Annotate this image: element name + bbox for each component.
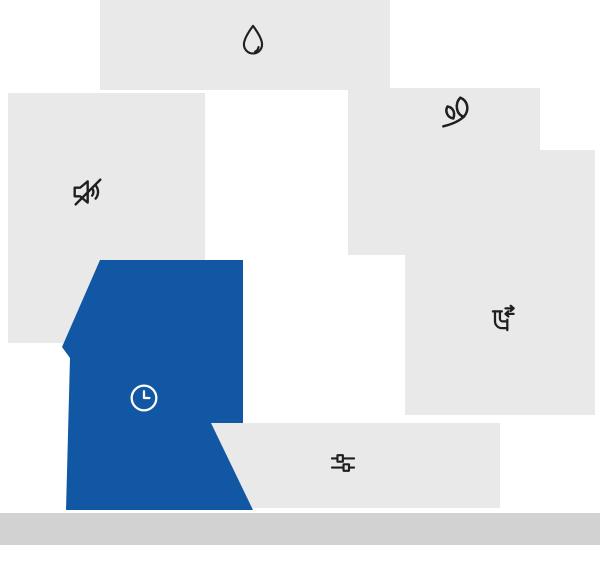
tile-schedule-selected[interactable] (62, 260, 253, 510)
tile-preferences[interactable] (210, 423, 500, 508)
sliders-icon (330, 454, 356, 472)
connector-swap-icon (491, 304, 515, 332)
clock-icon (130, 384, 158, 412)
speaker-muted-icon (73, 178, 102, 206)
water-drop-icon (242, 24, 264, 55)
leaf-icon (442, 96, 469, 128)
footer-bar (0, 513, 600, 545)
tile-water-drop[interactable] (100, 0, 390, 90)
tile-connection[interactable] (405, 150, 595, 415)
